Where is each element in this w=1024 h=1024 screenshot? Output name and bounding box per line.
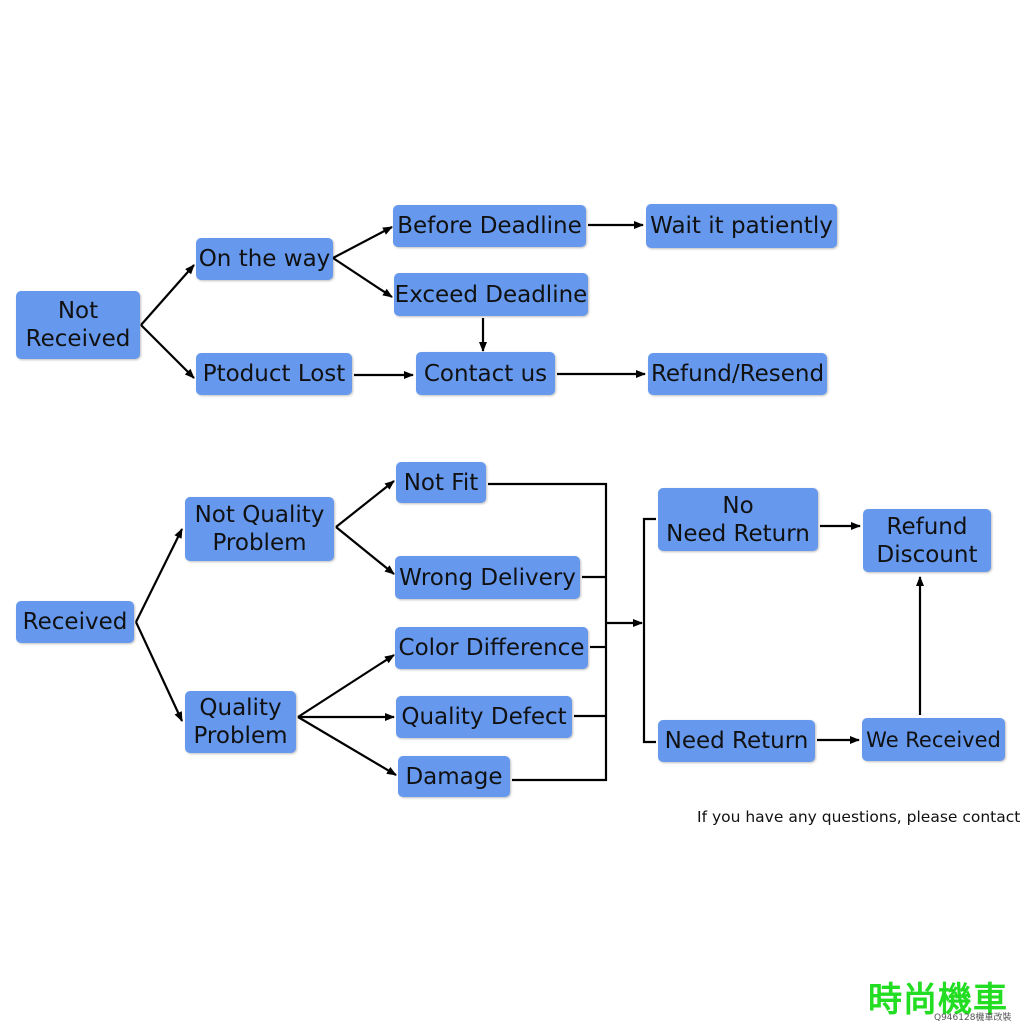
- arrow-received-notquality: [135, 528, 183, 623]
- node-on-the-way: On the way: [196, 238, 333, 280]
- node-exceed-deadline: Exceed Deadline: [394, 273, 588, 316]
- arrow-notreceived-ontheway: [140, 264, 195, 326]
- contact-note: If you have any questions, please contac…: [697, 808, 1024, 826]
- node-quality-defect: Quality Defect: [396, 696, 572, 738]
- node-we-received: We Received: [862, 718, 1005, 761]
- arrow-quality-damage: [297, 716, 397, 776]
- node-product-lost: Ptoduct Lost: [196, 353, 352, 395]
- arrow-quality-colordiff: [297, 654, 395, 718]
- node-received: Received: [16, 601, 134, 643]
- node-quality-problem: Quality Problem: [185, 691, 296, 753]
- node-need-return: Need Return: [658, 720, 815, 762]
- node-wait-patiently: Wait it patiently: [646, 204, 837, 248]
- node-not-quality-problem: Not Quality Problem: [185, 497, 334, 561]
- node-contact-us: Contact us: [416, 352, 555, 395]
- node-refund-resend: Refund/Resend: [648, 353, 827, 395]
- arrow-notquality-notfit: [335, 480, 395, 528]
- watermark-text: 時尚機車: [868, 980, 1008, 1020]
- arrow-ontheway-beforedeadline: [332, 226, 393, 259]
- arrow-received-quality: [135, 621, 183, 722]
- bus-line: [488, 482, 608, 782]
- node-before-deadline: Before Deadline: [393, 205, 586, 247]
- node-damage: Damage: [398, 756, 510, 797]
- watermark-subtext: Q946128機車改裝: [934, 1013, 1012, 1023]
- node-color-difference: Color Difference: [395, 627, 588, 669]
- arrow-ontheway-exceeddeadline: [332, 257, 393, 298]
- node-wrong-delivery: Wrong Delivery: [395, 556, 580, 599]
- arrow-notreceived-productlost: [140, 324, 195, 379]
- node-not-received: Not Received: [16, 291, 140, 359]
- node-no-need-return: No Need Return: [658, 488, 818, 551]
- node-refund-discount: Refund Discount: [863, 509, 991, 572]
- node-not-fit: Not Fit: [396, 462, 486, 503]
- arrow-notquality-wrongdelivery: [335, 526, 395, 575]
